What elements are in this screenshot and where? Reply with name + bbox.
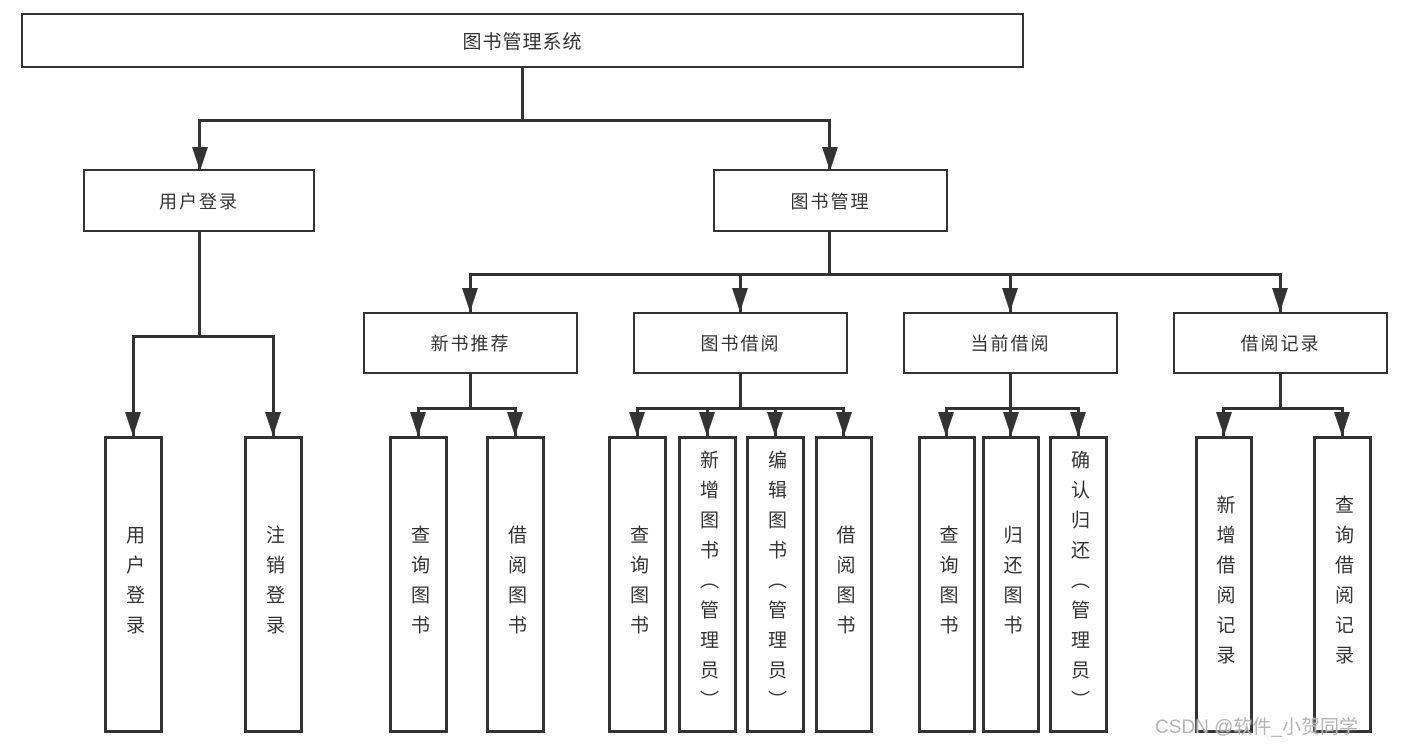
leaf-query-books-recommend: 查询图书 — [389, 436, 448, 733]
node-book-borrow: 图书借阅 — [633, 312, 848, 374]
node-book-management: 图书管理 — [713, 169, 948, 232]
node-label: 查询图书 — [408, 524, 429, 645]
arrowhead-icon — [1003, 412, 1019, 436]
node-label: 新书推荐 — [430, 334, 511, 354]
connector-line — [469, 374, 472, 410]
arrowhead-icon — [265, 412, 281, 436]
connector-line — [1009, 374, 1012, 410]
arrowhead-icon — [192, 147, 208, 171]
node-new-book-recommend: 新书推荐 — [363, 312, 578, 374]
arrowhead-icon — [938, 412, 954, 436]
connector-line — [272, 335, 275, 436]
arrowhead-icon — [1070, 412, 1086, 436]
node-label: 归还图书 — [1000, 524, 1022, 645]
connector-line — [198, 119, 831, 122]
arrowhead-icon — [507, 412, 523, 436]
node-label: 查询借阅记录 — [1332, 494, 1353, 675]
arrowhead-icon — [629, 412, 645, 436]
node-label: 用户登录 — [123, 524, 144, 645]
arrowhead-icon — [822, 147, 838, 171]
node-label: 编辑图书（管理员） — [765, 449, 786, 720]
leaf-user-login: 用户登录 — [104, 436, 163, 733]
arrowhead-icon — [1002, 288, 1018, 312]
connector-line — [945, 407, 1080, 410]
node-label: 用户登录 — [159, 191, 239, 212]
arrowhead-icon — [836, 412, 852, 436]
connector-line — [132, 335, 275, 338]
node-current-borrow: 当前借阅 — [903, 312, 1118, 374]
node-label: 新增借阅记录 — [1213, 494, 1235, 675]
leaf-query-books-current: 查询图书 — [918, 436, 976, 733]
node-label: 借阅记录 — [1240, 334, 1321, 354]
leaf-logout: 注销登录 — [244, 436, 303, 733]
arrowhead-icon — [1272, 288, 1288, 312]
connector-line — [739, 374, 742, 410]
leaf-return-books: 归还图书 — [982, 436, 1040, 733]
connector-line — [828, 119, 831, 171]
arrowhead-icon — [1216, 412, 1232, 436]
node-user-login: 用户登录 — [83, 169, 315, 232]
arrowhead-icon — [1334, 412, 1350, 436]
connector-line — [828, 232, 831, 276]
arrowhead-icon — [732, 288, 748, 312]
connector-line — [469, 273, 1282, 276]
connector-line — [198, 232, 201, 337]
node-label: 当前借阅 — [970, 334, 1051, 354]
watermark: CSDN @软件_小贺同学 — [1155, 717, 1358, 738]
node-label: 查询图书 — [627, 524, 648, 645]
connector-line — [1279, 374, 1282, 410]
connector-line — [417, 407, 517, 410]
arrowhead-icon — [699, 412, 715, 436]
node-label: 图书管理 — [790, 191, 871, 212]
node-label: 新增图书（管理员） — [697, 449, 718, 720]
connector-line — [521, 68, 524, 120]
node-borrow-records: 借阅记录 — [1173, 312, 1388, 374]
arrowhead-icon — [125, 412, 141, 436]
arrowhead-icon — [410, 412, 426, 436]
leaf-edit-books-admin: 编辑图书（管理员） — [746, 436, 805, 733]
leaf-add-borrow-record: 新增借阅记录 — [1195, 436, 1253, 733]
leaf-query-borrow-record: 查询借阅记录 — [1313, 436, 1372, 733]
connector-line — [1222, 407, 1344, 410]
node-label: 确认归还（管理员） — [1068, 449, 1089, 720]
arrowhead-icon — [767, 412, 783, 436]
node-root-system: 图书管理系统 — [21, 13, 1024, 68]
node-label: 借阅图书 — [833, 524, 855, 645]
node-label: 注销登录 — [263, 524, 284, 645]
leaf-borrow-books: 借阅图书 — [815, 436, 873, 733]
node-label: 查询图书 — [936, 524, 958, 645]
arrowhead-icon — [462, 288, 478, 312]
node-label: 借阅图书 — [505, 524, 526, 645]
leaf-add-books-admin: 新增图书（管理员） — [678, 436, 737, 733]
connector-line — [636, 407, 845, 410]
leaf-query-books-borrow: 查询图书 — [608, 436, 667, 733]
connector-line — [132, 335, 135, 436]
node-label: 图书管理系统 — [462, 32, 583, 53]
leaf-borrow-books-recommend: 借阅图书 — [486, 436, 545, 733]
leaf-confirm-return-admin: 确认归还（管理员） — [1049, 436, 1108, 733]
connector-line — [198, 119, 201, 171]
node-label: 图书借阅 — [700, 334, 781, 354]
